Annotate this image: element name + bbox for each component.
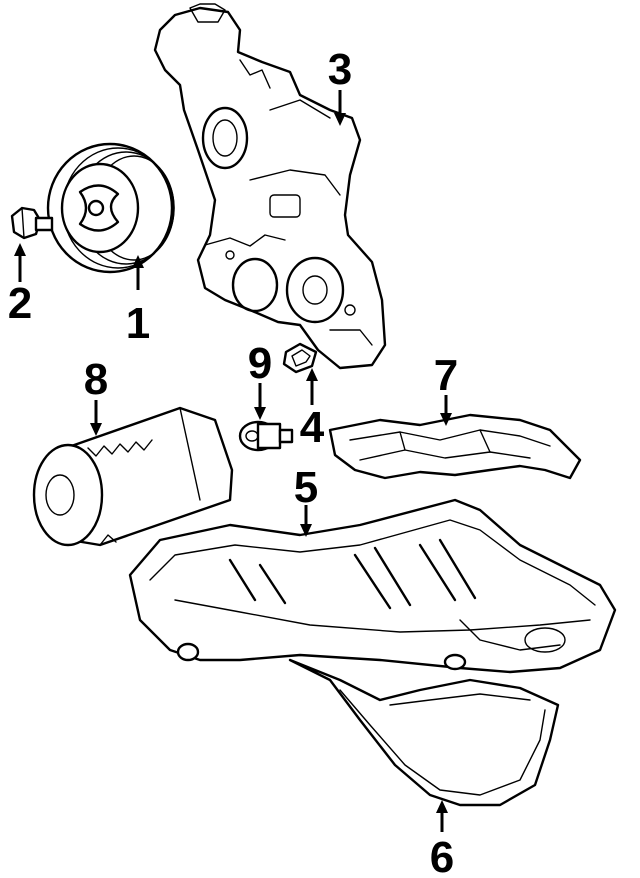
callout-labels: 1 2 3 4 5 6 7 8 9 (8, 45, 458, 878)
oil-pressure-switch-part (238, 420, 294, 452)
callout-4: 4 (300, 403, 325, 452)
oil-pan-upper-part (128, 498, 617, 674)
crank-pulley-part (46, 142, 175, 274)
callout-7: 7 (434, 351, 458, 400)
callout-8: 8 (84, 355, 108, 404)
callout-6: 6 (430, 833, 454, 878)
callout-arrows (14, 90, 452, 832)
pulley-bolt-part (10, 206, 54, 240)
timing-cover-part (153, 3, 387, 370)
callout-2: 2 (8, 279, 32, 328)
oil-filter-part (32, 406, 234, 547)
oil-pan-lower-part (288, 658, 560, 807)
callout-9: 9 (248, 339, 272, 388)
baffle-plate-part (328, 413, 582, 480)
callout-5: 5 (294, 463, 318, 512)
callout-1: 1 (126, 299, 150, 348)
gasket-part (282, 342, 318, 374)
callout-3: 3 (328, 45, 352, 94)
